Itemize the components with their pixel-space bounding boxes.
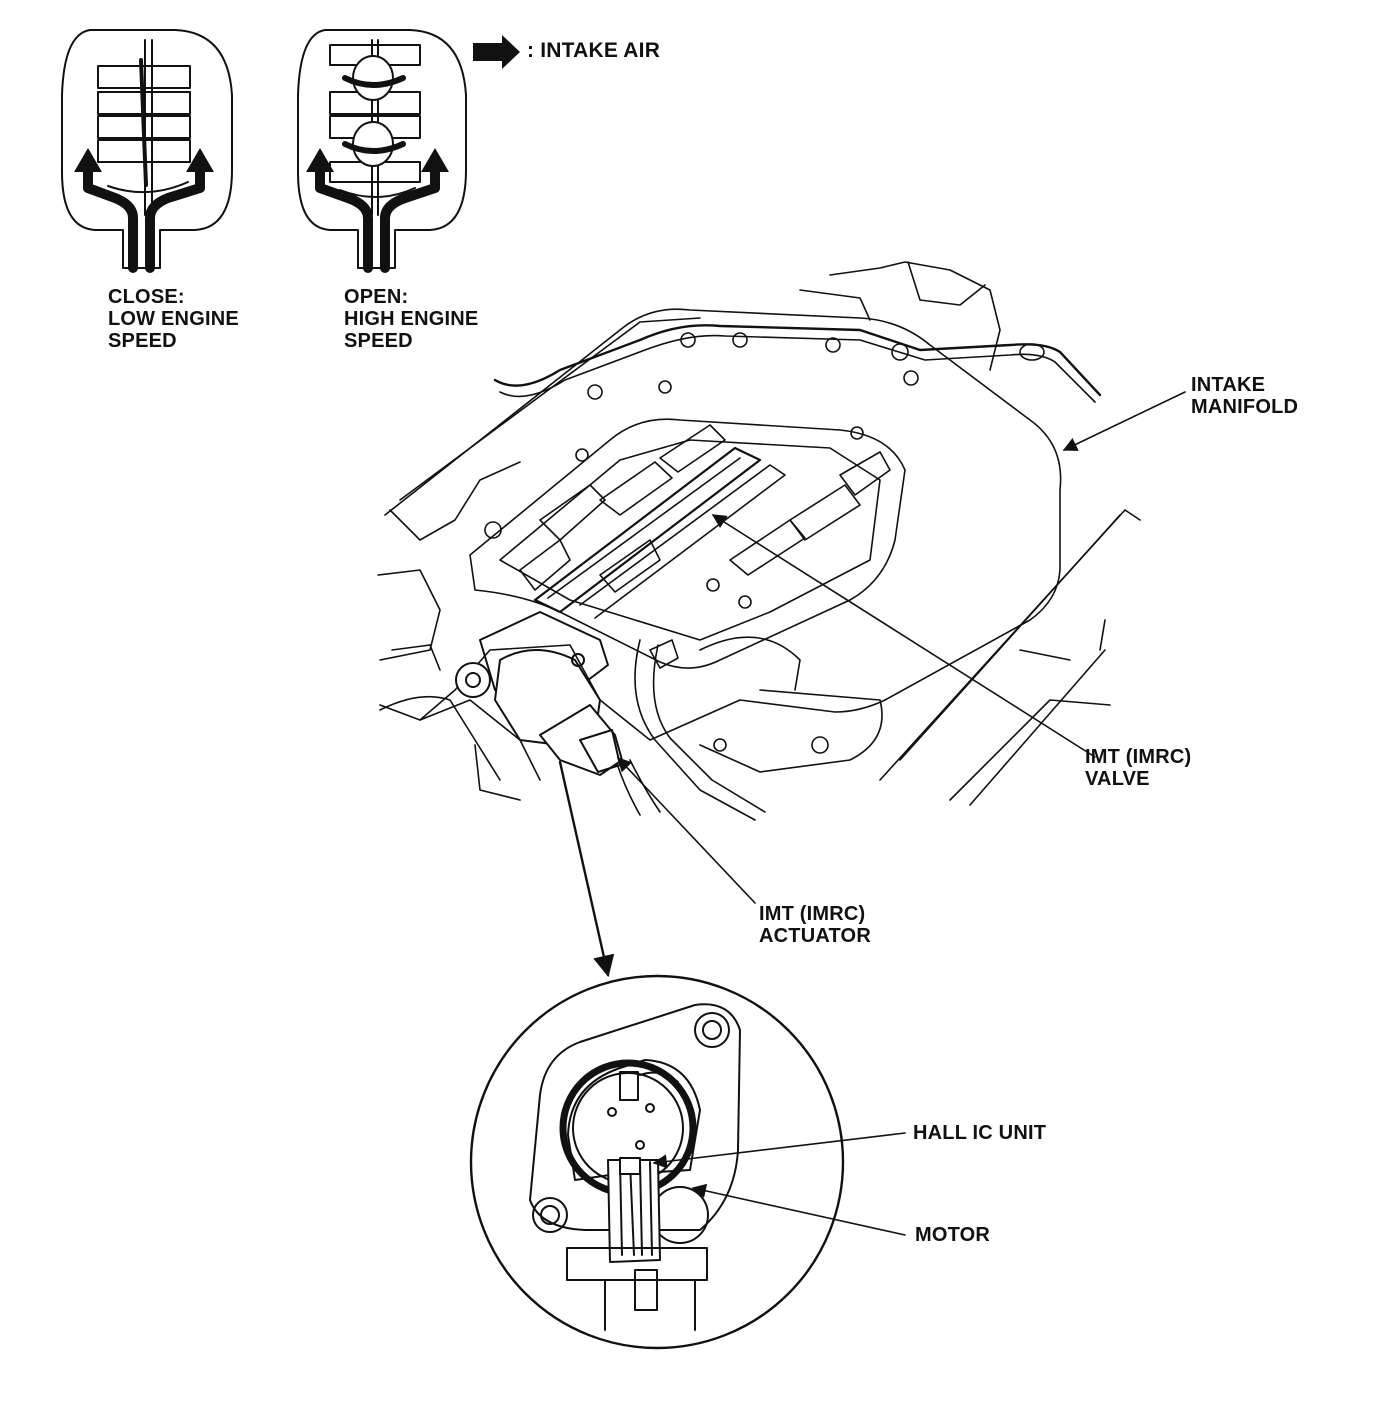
runner-open-diagram: [297, 29, 467, 273]
close-state-line2: LOW ENGINE: [108, 308, 239, 330]
motor-label: MOTOR: [915, 1224, 991, 1246]
close-state-line1: CLOSE:: [108, 286, 185, 308]
intake-manifold-line2: MANIFOLD: [1191, 396, 1299, 418]
open-state-line3: SPEED: [344, 330, 413, 352]
close-state-line3: SPEED: [108, 330, 177, 352]
imt-actuator-drawing: [455, 611, 623, 776]
intake-manifold-line1: INTAKE: [1191, 374, 1266, 396]
open-state-line1: OPEN:: [344, 286, 409, 308]
imt-actuator-label: IMT (IMRC) ACTUATOR: [759, 903, 871, 947]
imt-valve-line1: IMT (IMRC): [1085, 746, 1192, 768]
imt-valve-label: IMT (IMRC) VALVE: [1085, 746, 1191, 790]
intake-manifold-label: INTAKE MANIFOLD: [1191, 374, 1298, 418]
leader-lines: [558, 391, 1186, 1236]
arrow-icon: [473, 35, 520, 69]
imt-actuator-line1: IMT (IMRC): [759, 903, 866, 925]
hall-ic-unit-label: HALL IC UNIT: [913, 1122, 1047, 1144]
close-state-label: CLOSE: LOW ENGINE SPEED: [108, 286, 239, 352]
open-state-line2: HIGH ENGINE: [344, 308, 479, 330]
legend-intake-air-label: : INTAKE AIR: [527, 39, 661, 62]
imt-actuator-line2: ACTUATOR: [759, 925, 871, 947]
imt-valve-line2: VALVE: [1085, 768, 1150, 790]
intake-manifold-drawing: [377, 261, 1141, 821]
runner-closed-diagram: [61, 29, 233, 273]
open-state-label: OPEN: HIGH ENGINE SPEED: [344, 286, 478, 352]
